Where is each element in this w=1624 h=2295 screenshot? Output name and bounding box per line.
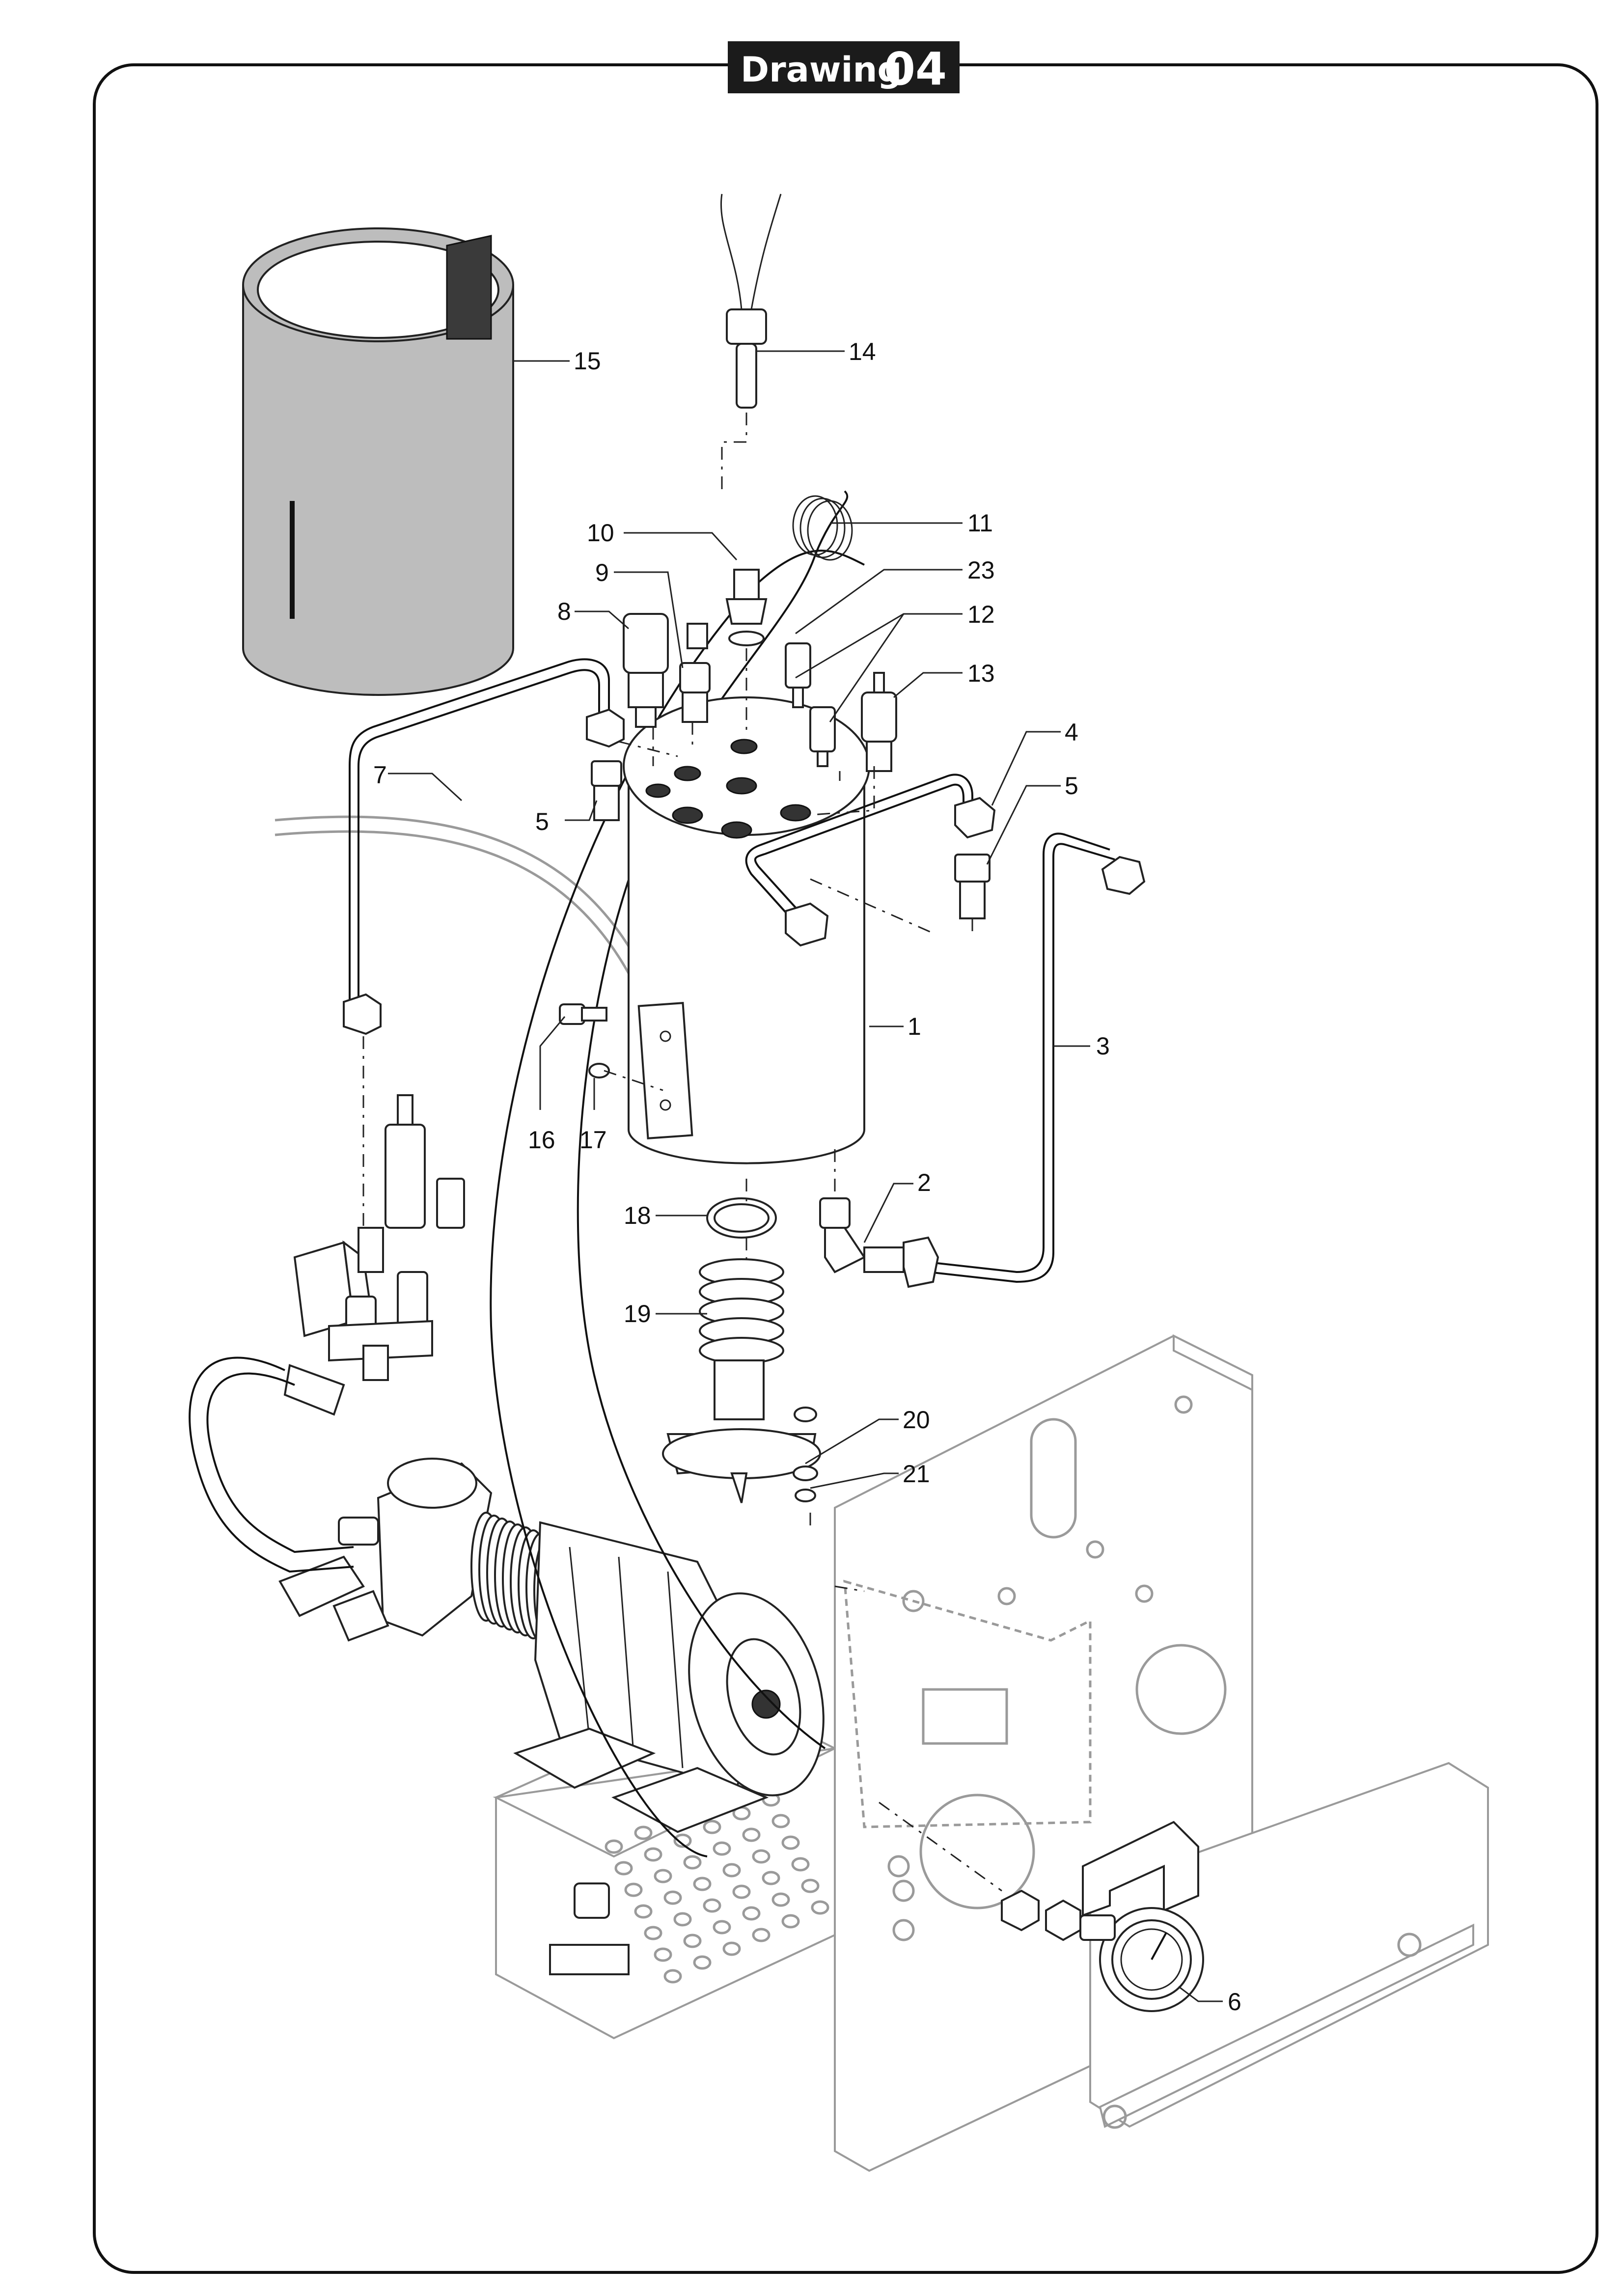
tray-hole: [693, 1955, 712, 1970]
thermal-blanket: [242, 227, 514, 696]
tray-hole: [771, 1814, 790, 1828]
tray-hole: [762, 1871, 780, 1885]
tray-hole: [654, 1869, 672, 1883]
tray-hole: [703, 1820, 721, 1834]
callout-23: 23: [967, 556, 995, 584]
capillary-tube: [490, 550, 865, 1857]
callout-11: 11: [967, 509, 993, 537]
tray-hole: [634, 1904, 653, 1919]
callout-5-left: 5: [535, 808, 549, 835]
callout-5-right: 5: [1065, 772, 1078, 800]
boiler-fittings: [591, 194, 897, 821]
callout-12: 12: [967, 601, 995, 628]
tray-hole: [781, 1914, 800, 1929]
tray-hole: [742, 1906, 761, 1921]
tray-hole: [644, 1926, 662, 1940]
leader-lines: [388, 350, 1223, 2002]
tray-hole: [703, 1898, 721, 1913]
tray-hole: [752, 1928, 771, 1942]
tray-hole: [713, 1920, 731, 1935]
tray-hole: [791, 1857, 810, 1872]
callout-21: 21: [903, 1460, 930, 1488]
tray-hole: [673, 1833, 692, 1848]
tray-hole: [742, 1827, 761, 1842]
tray-hole: [722, 1941, 741, 1956]
tray-hole: [654, 1947, 672, 1962]
callout-14: 14: [849, 338, 876, 365]
callout-20: 20: [903, 1406, 930, 1434]
solenoid-valve-group: [189, 1094, 465, 1573]
tray-hole: [771, 1892, 790, 1907]
callout-19: 19: [624, 1300, 651, 1327]
tray-hole: [683, 1855, 702, 1870]
callout-3: 3: [1096, 1032, 1110, 1060]
feed-tube: [343, 658, 625, 1035]
tray-hole: [752, 1849, 771, 1864]
tray-hole: [634, 1825, 653, 1840]
tray-hole: [605, 1839, 623, 1854]
callout-13: 13: [967, 660, 995, 687]
callout-10: 10: [587, 519, 614, 547]
callout-labels: 1 2 3 4 5 5 6 7 8 9 10 11 12 13 14 15 16…: [373, 338, 1241, 2016]
tray-hole: [732, 1884, 751, 1899]
heating-element: [559, 1003, 821, 1503]
tray-hole: [663, 1969, 682, 1984]
tray-hole: [683, 1934, 702, 1948]
callout-17: 17: [579, 1126, 607, 1154]
boiler: [623, 696, 870, 1164]
drawing-title-word: Drawing: [741, 50, 902, 90]
callout-15: 15: [574, 347, 601, 375]
tray-hole: [781, 1835, 800, 1850]
callout-1: 1: [908, 1013, 921, 1040]
tray-hole: [722, 1863, 741, 1878]
pressure-gauge: [1001, 1821, 1204, 2012]
tray-hole: [801, 1879, 820, 1893]
callout-7: 7: [373, 761, 387, 789]
tray-hole: [811, 1900, 829, 1915]
callout-8: 8: [557, 598, 571, 625]
tray-hole: [693, 1877, 712, 1891]
tray-hole: [673, 1912, 692, 1927]
drawing-title-badge: Drawing 04: [728, 41, 960, 95]
assembly-axes: [362, 413, 1002, 1892]
callout-9: 9: [595, 559, 609, 586]
tray-hole: [713, 1841, 731, 1856]
tray-hole: [614, 1861, 633, 1876]
tray-hole: [624, 1882, 643, 1897]
steam-tubes: [745, 774, 1146, 1288]
drawing-title-number: 04: [884, 43, 947, 95]
callout-18: 18: [624, 1202, 651, 1229]
tray-hole: [644, 1847, 662, 1862]
tray-hole: [663, 1890, 682, 1905]
callout-4: 4: [1065, 719, 1078, 746]
callout-16: 16: [528, 1126, 555, 1154]
callout-6: 6: [1228, 1988, 1241, 2016]
callout-2: 2: [917, 1169, 931, 1196]
